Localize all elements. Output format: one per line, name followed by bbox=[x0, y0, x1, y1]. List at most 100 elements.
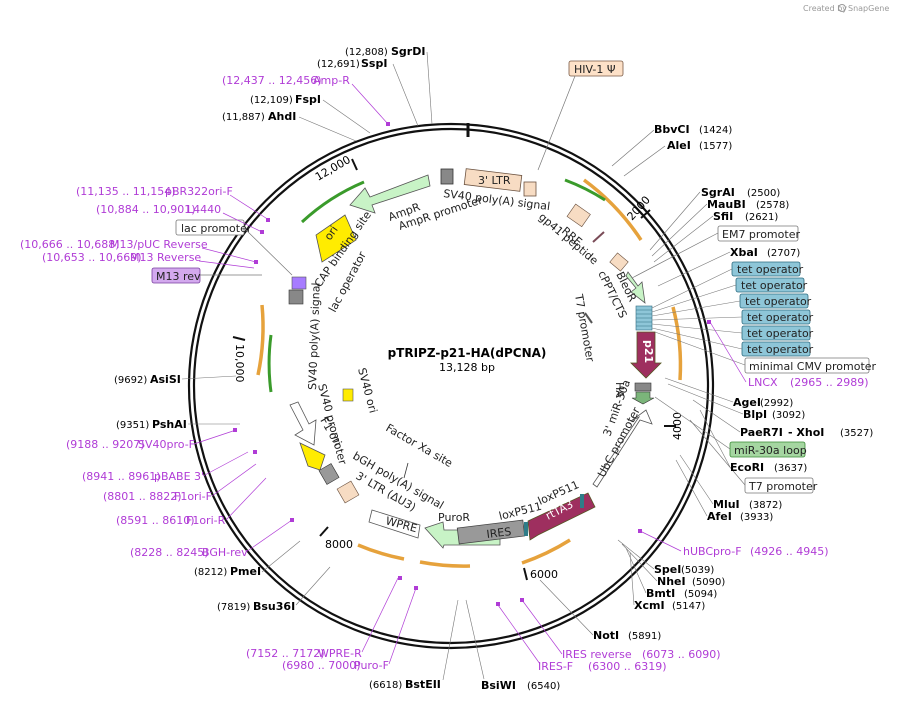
svg-text:(1424): (1424) bbox=[699, 125, 732, 136]
svg-text:(9188 .. 9207): (9188 .. 9207) bbox=[66, 438, 145, 451]
site-fspi: (12,109) FspI bbox=[250, 93, 371, 134]
site-spei: SpeI (5039) bbox=[654, 563, 714, 576]
svg-text:(10,666 .. 10,688): (10,666 .. 10,688) bbox=[20, 238, 120, 251]
svg-text:SspI: SspI bbox=[361, 57, 387, 70]
svg-text:M13 Reverse: M13 Reverse bbox=[130, 251, 201, 264]
ltr-du3-feature bbox=[336, 480, 360, 504]
site-pshai: (9351) PshAI bbox=[116, 418, 240, 431]
svg-text:BsiWI: BsiWI bbox=[481, 679, 516, 692]
ubc-promoter-arrow bbox=[592, 409, 653, 488]
lac-promoter-box: lac promoter bbox=[175, 219, 293, 276]
sv40-polya-left-feature bbox=[288, 289, 304, 305]
mir30a-loop-box: miR-30a loop bbox=[654, 396, 807, 458]
primer-m13-reverse: (10,653 .. 10,669) M13 Reverse bbox=[42, 251, 255, 269]
ha-label: HA bbox=[613, 382, 626, 398]
svg-text:AgeI: AgeI bbox=[733, 396, 761, 409]
svg-text:tet operator: tet operator bbox=[745, 295, 812, 308]
svg-text:(11,887): (11,887) bbox=[222, 112, 265, 123]
svg-text:(6540): (6540) bbox=[527, 681, 560, 692]
site-bsu36i: (7819) Bsu36I bbox=[217, 566, 331, 613]
svg-text:(3933): (3933) bbox=[740, 512, 773, 523]
site-paer7i-xhoi: PaeR7I - XhoI (3527) bbox=[740, 426, 873, 439]
svg-text:tet operator: tet operator bbox=[747, 327, 814, 340]
svg-text:(8212): (8212) bbox=[194, 567, 227, 578]
svg-text:SgrAI: SgrAI bbox=[701, 186, 735, 199]
sv40-polya-left-label: SV40 poly(A) signal bbox=[306, 282, 323, 390]
ltr-end-feature bbox=[523, 181, 537, 197]
svg-text:(9351): (9351) bbox=[116, 420, 149, 431]
svg-text:(5147): (5147) bbox=[672, 601, 705, 612]
svg-text:(8591 .. 8610): (8591 .. 8610) bbox=[116, 514, 195, 527]
svg-text:tet operator: tet operator bbox=[747, 343, 814, 356]
primer-sv40pro-f: (9188 .. 9207) SV40pro-F bbox=[66, 429, 237, 451]
site-agei: AgeI (2992) bbox=[733, 396, 793, 409]
primer-hubcpro-f: hUBCpro-F (4926 .. 4945) bbox=[639, 530, 829, 558]
svg-text:(6073 .. 6090): (6073 .. 6090) bbox=[642, 648, 721, 661]
svg-text:(12,109): (12,109) bbox=[250, 95, 293, 106]
svg-text:tet operator: tet operator bbox=[747, 311, 814, 324]
svg-text:hUBCpro-F: hUBCpro-F bbox=[683, 545, 742, 558]
site-bsiwi: BsiWI (6540) bbox=[481, 679, 560, 692]
svg-text:AfeI: AfeI bbox=[707, 510, 732, 523]
primer-f1ori-f: (8801 .. 8822) F1ori-F bbox=[103, 463, 257, 503]
primer-f1ori-r: (8591 .. 8610) F1ori-R bbox=[116, 477, 267, 527]
site-maubi: MauBI (2578) bbox=[707, 198, 789, 211]
svg-text:(1577): (1577) bbox=[699, 141, 732, 152]
svg-text:FspI: FspI bbox=[295, 93, 321, 106]
factor-xa-tick bbox=[403, 462, 409, 479]
tick-4000: 4000 bbox=[671, 412, 684, 440]
svg-text:LNCX: LNCX bbox=[748, 376, 778, 389]
p21-label: p21 bbox=[642, 340, 655, 363]
svg-text:miR-30a loop: miR-30a loop bbox=[734, 444, 807, 457]
svg-text:(7152 .. 7172): (7152 .. 7172) bbox=[246, 647, 325, 660]
primer-ires-f: IRES-F (6300 .. 6319) bbox=[497, 604, 667, 673]
svg-text:pBR322ori-F: pBR322ori-F bbox=[165, 185, 233, 198]
svg-text:(2500): (2500) bbox=[747, 188, 780, 199]
svg-text:AsiSI: AsiSI bbox=[150, 373, 181, 386]
svg-text:PaeR7I: PaeR7I bbox=[740, 426, 783, 439]
plasmid-name: pTRIPZ-p21-HA(dPCNA) bbox=[388, 346, 547, 360]
svg-text:(11,135 .. 11,154): (11,135 .. 11,154) bbox=[76, 185, 176, 198]
svg-text:EcoRI: EcoRI bbox=[730, 461, 764, 474]
svg-text:(8801 .. 8822): (8801 .. 8822) bbox=[103, 490, 182, 503]
em7-box: EM7 promoter bbox=[631, 225, 800, 279]
svg-text:(3637): (3637) bbox=[774, 463, 807, 474]
green-arcs bbox=[267, 178, 606, 393]
snapgene-logo-icon bbox=[838, 4, 846, 12]
tet-operator-boxes: tet operator tet operator tet operator t… bbox=[651, 261, 814, 357]
svg-text:SgrDI: SgrDI bbox=[391, 45, 425, 58]
t7-in-label: T7 promoter bbox=[572, 292, 597, 363]
tick-6000: 6000 bbox=[530, 568, 558, 581]
primer-arcs bbox=[256, 178, 683, 568]
svg-text:SfiI: SfiI bbox=[713, 210, 733, 223]
site-sgrdi: (12,808) SgrDI bbox=[345, 45, 433, 125]
primer-amp-r: (12,437 .. 12,456) Amp-R bbox=[222, 74, 389, 125]
site-bbvci: BbvCI (1424) bbox=[611, 123, 732, 167]
loxp-a-feature bbox=[524, 522, 528, 536]
svg-text:(5039): (5039) bbox=[681, 565, 714, 576]
site-leaders-top-right bbox=[649, 191, 731, 287]
svg-text:PmeI: PmeI bbox=[230, 565, 261, 578]
primer-wpre-r: (7152 .. 7172) WPRE-R bbox=[246, 577, 399, 660]
hiv-box: HIV-1 Ψ bbox=[537, 60, 624, 171]
site-afei: AfeI (3933) bbox=[707, 510, 773, 523]
factor-xa-label: Factor Xa site bbox=[384, 421, 455, 470]
primer-puro-f: (6980 .. 7000) Puro-F bbox=[282, 587, 417, 672]
ha-feature bbox=[634, 382, 652, 392]
svg-text:(5891): (5891) bbox=[628, 631, 661, 642]
svg-text:(12,437 .. 12,456): (12,437 .. 12,456) bbox=[222, 74, 322, 87]
p21-arrow bbox=[630, 331, 662, 379]
credit-text: Created by bbox=[803, 4, 847, 13]
wpre-feature bbox=[368, 509, 421, 539]
svg-text:(3092): (3092) bbox=[772, 410, 805, 421]
svg-text:AleI: AleI bbox=[667, 139, 691, 152]
svg-text:(5094): (5094) bbox=[684, 589, 717, 600]
svg-text:(6980 .. 7000): (6980 .. 7000) bbox=[282, 659, 361, 672]
svg-text:SV40pro-F: SV40pro-F bbox=[138, 438, 195, 451]
svg-text:BstEII: BstEII bbox=[405, 678, 441, 691]
site-sspi: (12,691) SspI bbox=[317, 57, 419, 127]
ltr3-label: 3' LTR bbox=[478, 174, 511, 187]
svg-text:tet operator: tet operator bbox=[737, 263, 804, 276]
min-cmv-box: minimal CMV promoter bbox=[654, 331, 877, 374]
site-ahdi: (11,887) AhdI bbox=[222, 110, 357, 142]
